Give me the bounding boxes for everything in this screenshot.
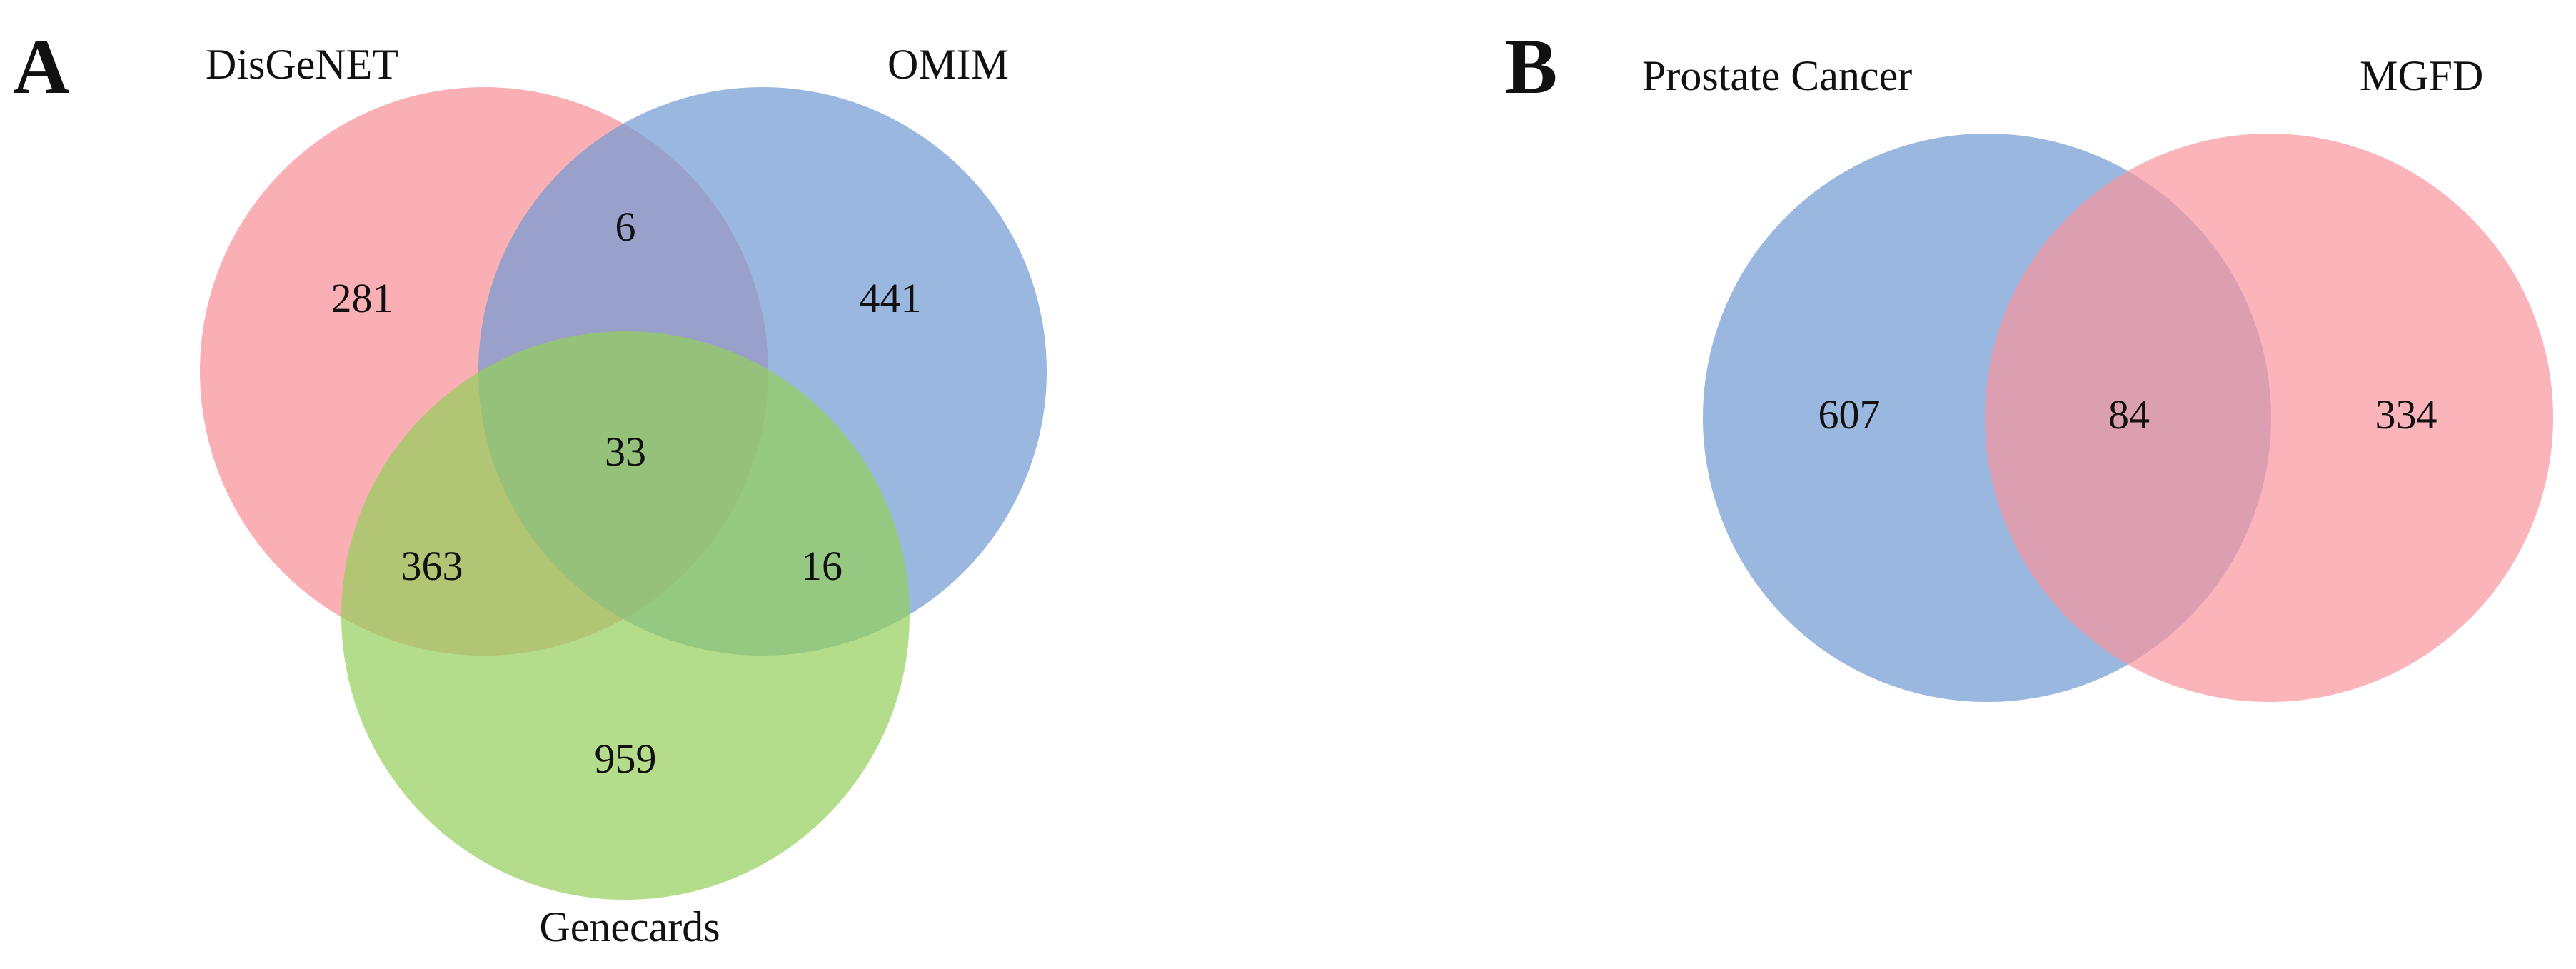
region-count-prostate-only: 607	[1818, 391, 1881, 438]
panel-a-letter: A	[13, 23, 69, 110]
region-count-genecards-only: 959	[595, 735, 657, 782]
region-count-disgenet-genecards: 363	[401, 543, 463, 589]
region-count-disgenet-omim: 6	[615, 204, 636, 250]
set-label-disgenet: DisGeNET	[206, 41, 398, 88]
panel-a: A DisGeNET OMIM Genecards 281 441 6 33 3…	[13, 23, 1047, 950]
panel-b: B Prostate Cancer MGFD 607 84 334	[1505, 23, 2553, 702]
region-count-disgenet-only: 281	[331, 275, 393, 321]
panel-b-letter: B	[1505, 23, 1557, 110]
venn-circle-mgfd	[1985, 134, 2553, 702]
region-count-all-three: 33	[605, 428, 646, 475]
region-count-omim-only: 441	[860, 275, 922, 321]
venn-circle-genecards	[341, 331, 910, 900]
region-count-omim-genecards: 16	[801, 543, 842, 589]
set-label-prostate-cancer: Prostate Cancer	[1642, 52, 1912, 99]
region-count-both: 84	[2108, 391, 2150, 438]
set-label-mgfd: MGFD	[2360, 52, 2483, 99]
set-label-genecards: Genecards	[539, 903, 720, 950]
region-count-mgfd-only: 334	[2375, 391, 2437, 438]
set-label-omim: OMIM	[887, 41, 1009, 88]
